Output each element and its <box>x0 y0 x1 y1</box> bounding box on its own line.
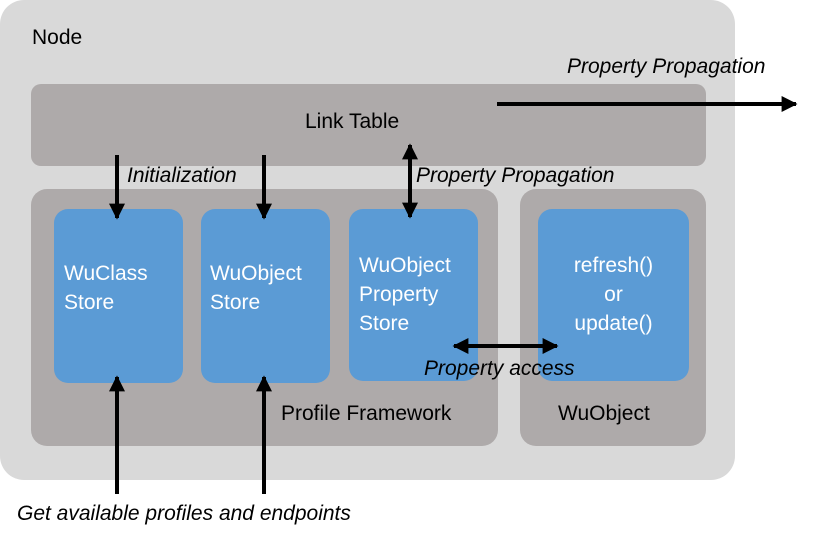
node-label: Node <box>32 26 83 49</box>
wuclass-store: WuClass Store <box>54 209 183 383</box>
property-access-label: Property access <box>424 357 575 380</box>
wuobject-store-line-1: WuObject <box>210 262 302 285</box>
refresh-update-box: refresh() or update() <box>538 209 689 381</box>
property-store-line-3: Store <box>359 312 410 335</box>
wuobject-property-store: WuObject Property Store <box>349 209 478 381</box>
wuclass-store-line-1: WuClass <box>64 262 148 285</box>
property-propagation-top-label: Property Propagation <box>567 55 766 78</box>
method-line-3: update() <box>574 312 653 335</box>
property-store-line-1: WuObject <box>359 254 451 277</box>
profile-framework-label: Profile Framework <box>281 402 452 425</box>
link-table-label: Link Table <box>305 110 400 133</box>
wuobject-store: WuObject Store <box>201 209 330 383</box>
get-profiles-label: Get available profiles and endpoints <box>17 502 351 525</box>
wuobject-label: WuObject <box>558 402 650 425</box>
link-table-box <box>31 84 706 166</box>
property-propagation-mid-label: Property Propagation <box>416 164 615 187</box>
wuclass-store-line-2: Store <box>64 291 115 314</box>
property-store-line-2: Property <box>359 283 439 306</box>
initialization-label: Initialization <box>127 164 237 187</box>
method-line-2: or <box>604 283 623 306</box>
wuobject-store-line-2: Store <box>210 291 261 314</box>
method-line-1: refresh() <box>573 254 654 277</box>
